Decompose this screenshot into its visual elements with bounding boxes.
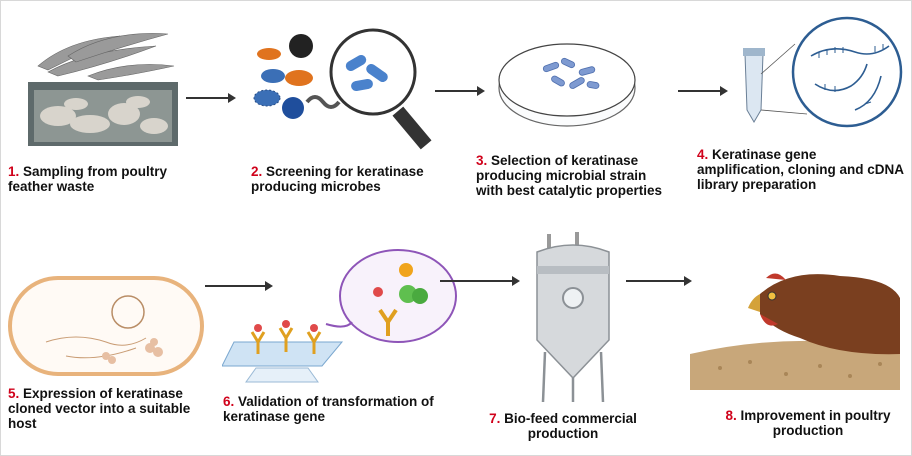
step-1-caption: 1. Sampling from poultry feather waste <box>8 164 183 194</box>
feather-waste-image <box>28 20 178 146</box>
step-5-number: 5. <box>8 386 20 401</box>
microbe-cluster <box>253 34 341 119</box>
enzyme-substrate-detail <box>373 263 428 336</box>
petri-dish-image <box>498 43 636 127</box>
step-4-number: 4. <box>697 147 709 162</box>
step-5-caption: 5. Expression of keratinase cloned vecto… <box>8 386 218 431</box>
step-2-text: Screening for keratinase producing micro… <box>251 164 424 194</box>
step-4-text: Keratinase gene amplification, cloning a… <box>697 147 904 192</box>
fermenter-image <box>536 232 610 403</box>
arrow-7-to-8 <box>626 276 692 286</box>
step-6-text: Validation of transformation of keratina… <box>223 394 434 424</box>
arrow-6-to-7 <box>440 276 520 286</box>
microbes-magnifier-image <box>253 28 432 150</box>
step-2-caption: 2. Screening for keratinase producing mi… <box>251 164 466 194</box>
step-7-number: 7. <box>489 411 501 426</box>
arrow-1-to-2 <box>186 93 236 103</box>
transformation-validation-image <box>222 249 457 383</box>
step-3-number: 3. <box>476 153 488 168</box>
step-6-number: 6. <box>223 394 235 409</box>
host-cell-expression-image <box>8 276 204 376</box>
step-3-text: Selection of keratinase producing microb… <box>476 153 663 198</box>
step-7-text: Bio-feed commercial production <box>504 411 637 441</box>
step-4-caption: 4. Keratinase gene amplification, clonin… <box>697 147 907 192</box>
step-8-text: Improvement in poultry production <box>740 408 891 438</box>
step-2-number: 2. <box>251 164 263 179</box>
step-1-number: 1. <box>8 164 20 179</box>
arrow-3-to-4 <box>678 86 728 96</box>
step-1-text: Sampling from poultry feather waste <box>8 164 168 194</box>
gene-cloning-image <box>743 16 903 128</box>
step-6-caption: 6. Validation of transformation of kerat… <box>223 394 463 424</box>
hen-feeding-image <box>690 258 900 390</box>
step-8-caption: 8. Improvement in poultry production <box>708 408 908 438</box>
step-5-text: Expression of keratinase cloned vector i… <box>8 386 191 431</box>
arrow-5-to-6 <box>205 281 273 291</box>
step-3-caption: 3. Selection of keratinase producing mic… <box>476 153 671 198</box>
step-8-number: 8. <box>725 408 737 423</box>
step-7-caption: 7. Bio-feed commercial production <box>478 411 648 441</box>
arrow-2-to-3 <box>435 86 485 96</box>
